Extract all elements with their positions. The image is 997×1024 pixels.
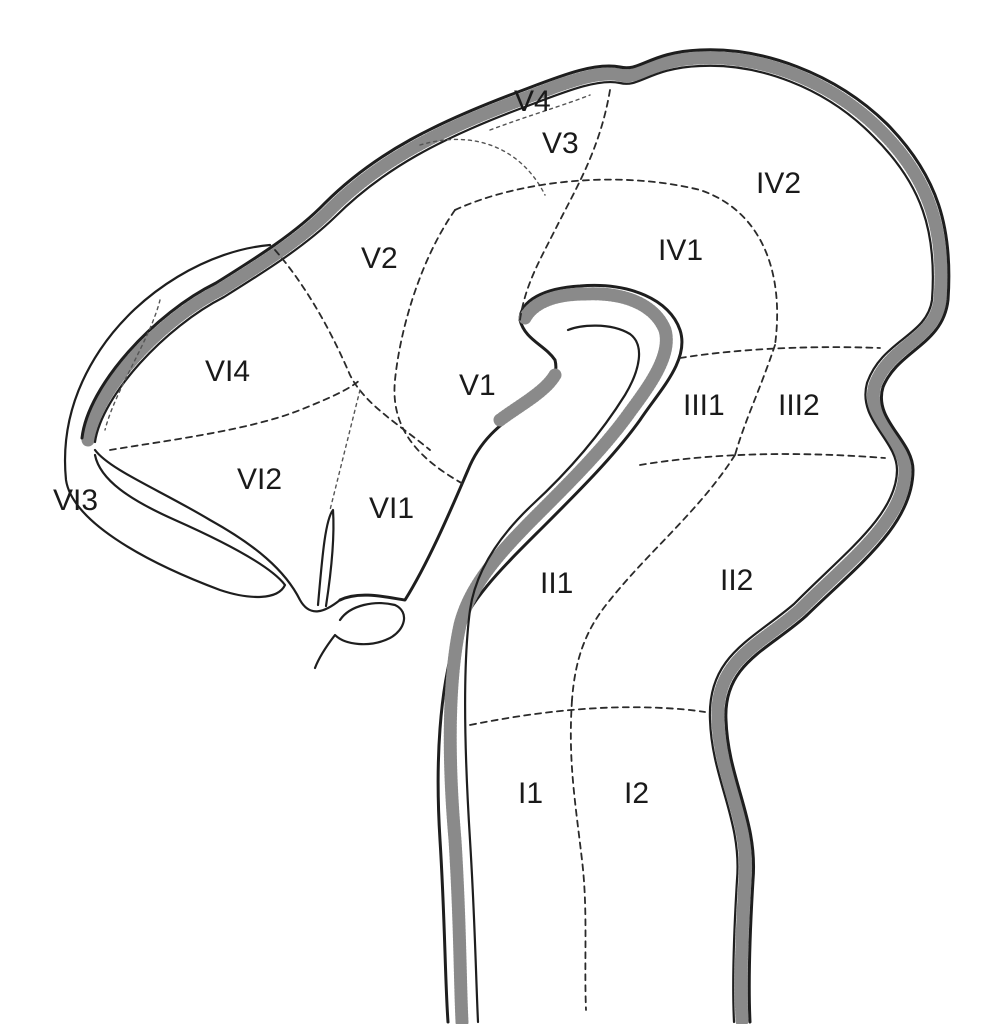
label-vi4: VI4: [205, 355, 250, 388]
label-iv1: IV1: [658, 234, 703, 267]
label-ii1: II1: [540, 567, 573, 600]
label-v1: V1: [459, 369, 496, 402]
label-iv2: IV2: [756, 167, 801, 200]
label-i2: I2: [624, 777, 649, 810]
label-v3: V3: [542, 127, 579, 160]
region-boundaries: [109, 89, 886, 1011]
label-i1: I1: [518, 777, 543, 810]
label-iii1: III1: [683, 389, 725, 422]
ventral-wall: [313, 283, 684, 1024]
outer-wall: [80, 48, 951, 1024]
label-vi2: VI2: [237, 463, 282, 496]
forebrain-wall: [63, 243, 342, 613]
label-vi1: VI1: [369, 492, 414, 525]
label-v2: V2: [361, 242, 398, 275]
region-labels: V4 V3 IV2 V2 IV1 VI4 V1 III1 III2 VI2 VI…: [53, 85, 820, 810]
label-iii2: III2: [778, 389, 820, 422]
label-ii2: II2: [720, 564, 753, 597]
label-vi3: VI3: [53, 484, 98, 517]
label-v4: V4: [514, 85, 551, 118]
